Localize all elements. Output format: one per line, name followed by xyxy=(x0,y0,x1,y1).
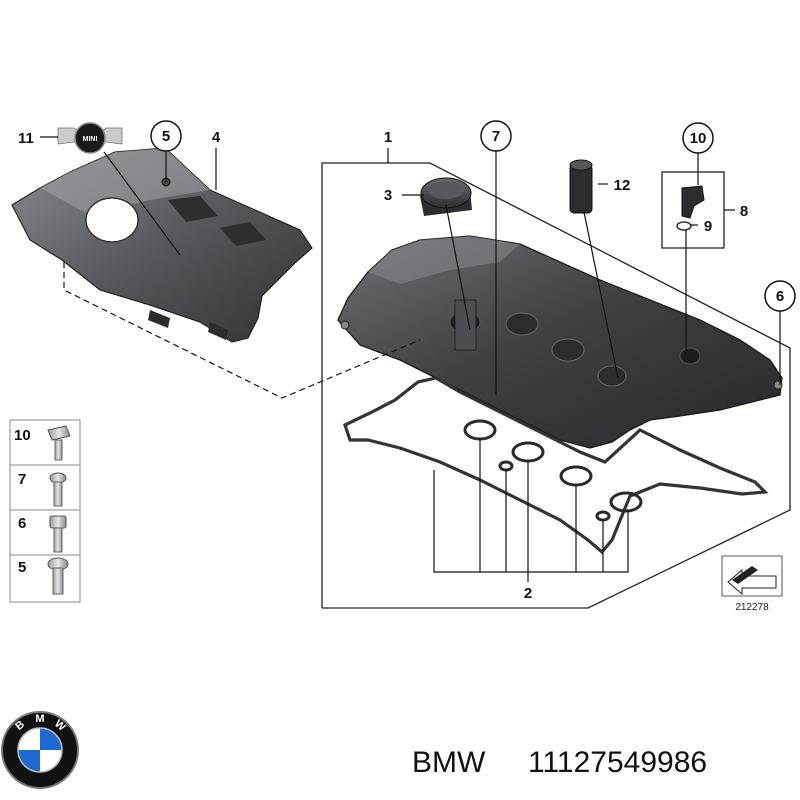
callout-5: 5 xyxy=(162,128,170,145)
spark-port-2 xyxy=(551,338,585,362)
valve-cover-frame xyxy=(321,162,791,609)
gasket xyxy=(343,376,769,555)
legend-num-6: 6 xyxy=(18,515,26,532)
callout-10: 10 xyxy=(690,130,707,147)
callout-6: 6 xyxy=(776,288,784,305)
callout-9: 9 xyxy=(704,218,712,235)
o-ring-4 xyxy=(559,465,593,487)
bolt-10 xyxy=(47,425,71,461)
cover-opening xyxy=(85,197,139,243)
valve-cover xyxy=(337,235,783,449)
callout-7: 7 xyxy=(492,128,500,145)
bmw-logo: B M W xyxy=(1,711,79,789)
legend-num-10: 10 xyxy=(14,427,31,444)
diagram-number: 212278 xyxy=(735,602,769,613)
legend-num-5: 5 xyxy=(18,559,26,576)
footer-part-number: 11127549986 xyxy=(528,746,707,779)
leader-lines xyxy=(40,136,781,582)
callouts: 11 5 4 1 3 7 12 10 8 9 6 2 xyxy=(18,120,796,602)
bolt-6 xyxy=(49,515,67,553)
logo-letter-m: M xyxy=(35,713,44,725)
o-ring-5 xyxy=(595,510,611,522)
bolt-5 xyxy=(47,557,69,595)
callout-4: 4 xyxy=(212,129,221,146)
fastener-legend: 10 7 6 5 xyxy=(9,419,81,603)
sensor-o-ring xyxy=(676,221,692,231)
sensor-12 xyxy=(569,159,593,214)
diagram-reference: 212278 xyxy=(721,555,783,613)
callout-11: 11 xyxy=(18,130,34,147)
o-ring-1 xyxy=(463,419,497,441)
legend-num-7: 7 xyxy=(18,471,26,488)
footer-brand: BMW xyxy=(412,746,486,779)
callout-8: 8 xyxy=(740,203,748,220)
callout-12: 12 xyxy=(614,177,631,194)
o-ring-6 xyxy=(609,491,643,513)
sensor-port xyxy=(679,347,701,365)
spark-port-3 xyxy=(597,365,627,387)
o-ring-3 xyxy=(511,441,545,463)
oil-filler-cap xyxy=(420,177,472,216)
mini-badge-text: MINI xyxy=(83,136,98,143)
callout-2: 2 xyxy=(524,585,532,602)
callout-1: 1 xyxy=(384,129,392,146)
spark-port-1 xyxy=(505,312,539,336)
bolt-7 xyxy=(49,472,67,507)
engine-cover xyxy=(11,147,313,343)
camshaft-sensor-box xyxy=(661,171,725,249)
callout-3: 3 xyxy=(384,187,392,204)
o-ring-2 xyxy=(498,460,514,472)
mini-badge: MINI xyxy=(57,122,123,154)
